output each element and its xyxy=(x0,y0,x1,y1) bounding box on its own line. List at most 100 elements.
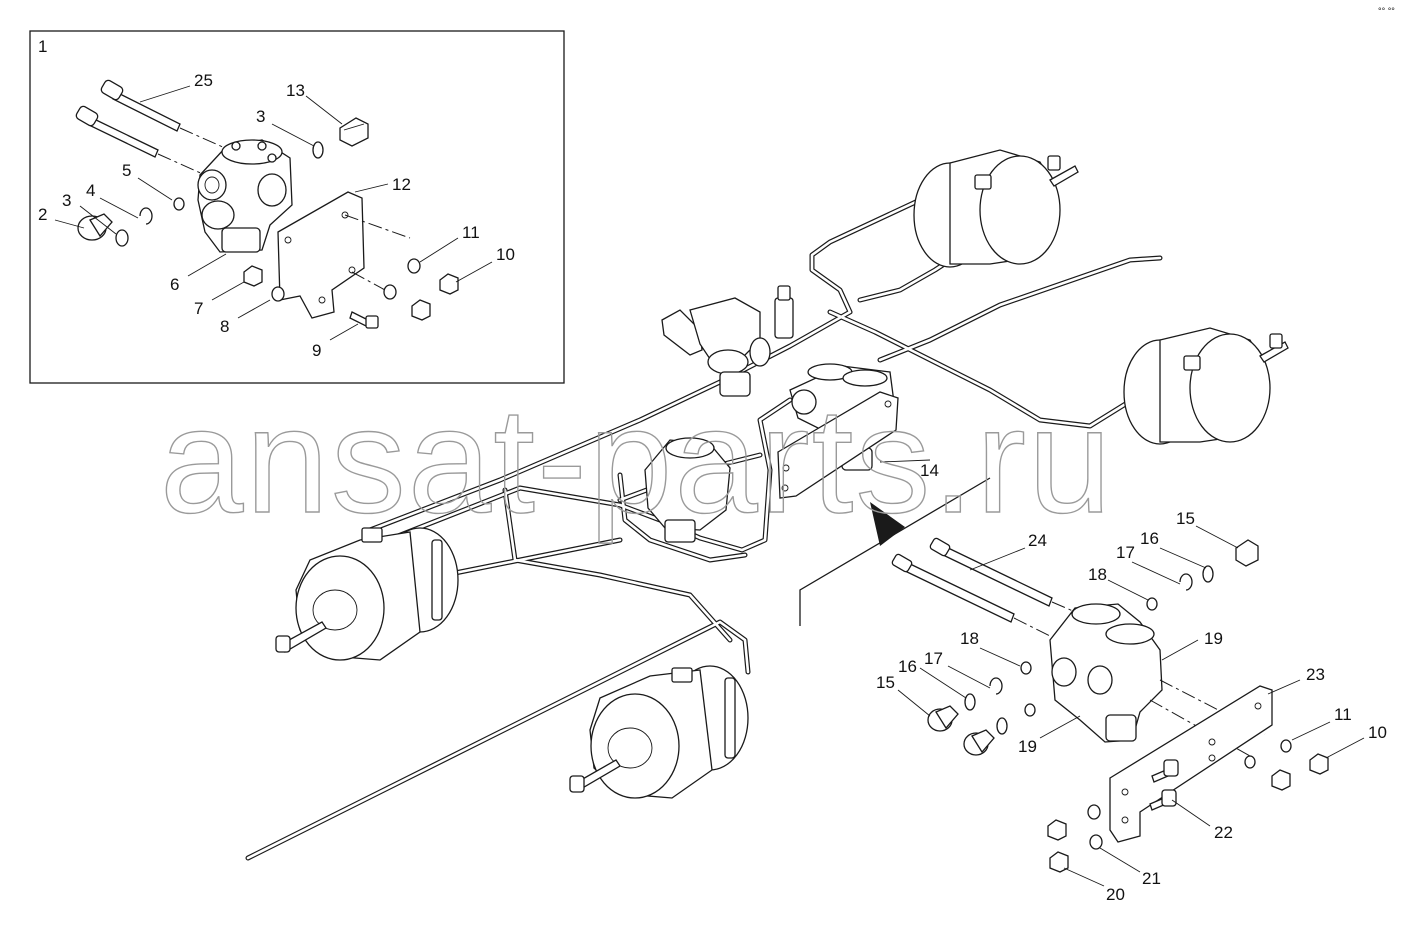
callout-2: 2 xyxy=(38,205,47,224)
seal-ring-3a xyxy=(312,141,324,159)
callout-24: 24 xyxy=(1028,531,1047,550)
washer-mid xyxy=(1244,755,1256,769)
callout-6: 6 xyxy=(170,275,179,294)
callout-12: 12 xyxy=(392,175,411,194)
pipe-line-inner xyxy=(368,198,922,532)
nut-10-right xyxy=(1309,753,1329,775)
callout-4: 4 xyxy=(86,181,95,200)
callout-23: 23 xyxy=(1306,665,1325,684)
seal-ring-lower-b xyxy=(996,717,1008,735)
washer-11-right xyxy=(1280,739,1292,753)
washer-11a xyxy=(407,258,421,274)
washer-11b xyxy=(383,284,397,300)
plug-2 xyxy=(77,213,113,241)
callout-14: 14 xyxy=(920,461,939,480)
pipe-line-inner xyxy=(618,473,747,562)
bolt-22b xyxy=(1149,789,1177,811)
upper-relay-valve xyxy=(661,285,794,397)
callout-20: 20 xyxy=(1106,885,1125,904)
pipe-line-inner xyxy=(503,488,732,642)
nut-20b xyxy=(1049,851,1069,873)
long-bolt-upper xyxy=(100,79,181,132)
callout-19-upper: 19 xyxy=(1204,629,1223,648)
center-valve-assembly xyxy=(777,363,899,499)
callout-7: 7 xyxy=(194,299,203,318)
seal-ring-16-upper xyxy=(1202,565,1214,583)
callout-11-inset: 11 xyxy=(462,223,480,242)
callout-17-upper: 17 xyxy=(1116,543,1135,562)
seal-ring-3b xyxy=(115,229,129,247)
washer-21a xyxy=(1087,804,1101,820)
retaining-clip-4 xyxy=(139,207,153,225)
corner-mark: °° °° xyxy=(1378,6,1395,16)
callout-5: 5 xyxy=(122,161,131,180)
inset-detail: 1 xyxy=(29,30,565,384)
inset-leader-lines xyxy=(54,85,493,341)
callout-22: 22 xyxy=(1214,823,1233,842)
detail-pointer xyxy=(870,502,905,546)
washer-5 xyxy=(173,197,185,211)
washer-18-lower xyxy=(1020,661,1032,675)
plug-15-lower xyxy=(927,705,959,732)
callout-10-inset: 10 xyxy=(496,245,515,264)
plug-13 xyxy=(339,117,369,147)
plug-lower-b xyxy=(963,729,995,756)
brake-chamber-left-rear xyxy=(569,665,749,799)
callout-16-upper: 16 xyxy=(1140,529,1159,548)
washer-8 xyxy=(271,286,285,302)
mounting-bracket xyxy=(277,191,365,319)
long-bolt-24b xyxy=(891,553,1015,623)
nut-mid xyxy=(1271,769,1291,791)
nut-10a xyxy=(439,273,459,295)
pipe-line-inner xyxy=(373,398,792,552)
brake-chamber-left-front xyxy=(275,527,459,661)
washer-lower-b xyxy=(1024,703,1036,717)
exploded-leader-lines xyxy=(879,459,1365,887)
middle-valve xyxy=(644,437,731,543)
nut-20a xyxy=(1047,819,1067,841)
callout-3-lower: 3 xyxy=(62,191,71,210)
brake-chamber-right-upper xyxy=(913,149,1079,268)
pipe-line-inner xyxy=(878,256,1162,362)
callout-8: 8 xyxy=(220,317,229,336)
callout-16-lower: 16 xyxy=(898,657,917,676)
callout-25: 25 xyxy=(194,71,213,90)
callout-15-lower: 15 xyxy=(876,673,895,692)
mounting-bracket-23 xyxy=(1109,685,1273,843)
long-bolt-24a xyxy=(929,537,1053,607)
nut-10b xyxy=(411,299,431,321)
callout-19-lower: 19 xyxy=(1018,737,1037,756)
callout-18-upper: 18 xyxy=(1088,565,1107,584)
callout-18-lower: 18 xyxy=(960,629,979,648)
watermark: ansat-parts.ru xyxy=(160,376,1113,544)
valve-body xyxy=(197,139,293,253)
callout-15-upper: 15 xyxy=(1176,509,1195,528)
bolt-22a xyxy=(1151,759,1179,783)
seal-ring-16-lower xyxy=(964,693,976,711)
washer-18-upper xyxy=(1146,597,1158,611)
callout-3-upper: 3 xyxy=(256,107,265,126)
exploded-view: 14 24 15 16 17 18 19 18 17 16 15 19 23 1… xyxy=(876,459,1387,904)
callout-10-right: 10 xyxy=(1368,723,1387,742)
long-bolt-lower xyxy=(75,105,159,158)
callout-11-right: 11 xyxy=(1334,705,1352,724)
washer-21b xyxy=(1089,834,1103,850)
clip-17-upper xyxy=(1179,573,1193,591)
callout-13: 13 xyxy=(286,81,305,100)
nut-7 xyxy=(243,265,263,287)
bolt-9 xyxy=(349,311,379,329)
pipe-line xyxy=(877,255,1163,363)
clip-17-lower xyxy=(989,677,1003,695)
callout-21: 21 xyxy=(1142,869,1161,888)
inset-label: 1 xyxy=(38,37,47,56)
pipe-line-inner xyxy=(246,620,750,860)
callout-17-lower: 17 xyxy=(924,649,943,668)
detail-leader-line xyxy=(799,477,991,626)
callout-9: 9 xyxy=(312,341,321,360)
plug-15-upper xyxy=(1235,539,1259,567)
brake-chamber-right-lower xyxy=(1123,327,1289,445)
pipe-network xyxy=(245,197,1193,861)
inset-frame xyxy=(29,30,565,384)
